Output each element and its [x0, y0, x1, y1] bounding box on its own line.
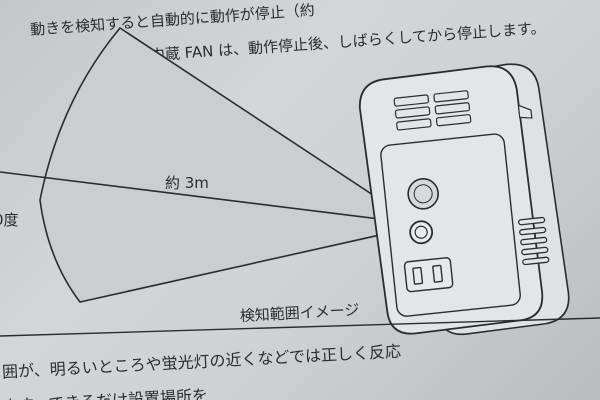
section-divider — [0, 317, 600, 337]
outlet-slot-left — [412, 266, 424, 285]
diagram-caption: 検知範囲イメージ — [239, 301, 359, 325]
top-text-line-0: 動きを検知すると自動的に動作が停止（約 — [30, 1, 316, 39]
device-panel — [380, 133, 521, 317]
side-vents — [518, 216, 550, 266]
sensor-lens — [407, 178, 439, 210]
motion-sensor-inner — [414, 225, 428, 239]
outlet-slot-right — [432, 264, 444, 283]
device-clip — [517, 104, 533, 119]
range-center-line — [0, 171, 421, 225]
bottom-text-line-1: 囲が、明るいところや蛍光灯の近くなどでは正しく反応 — [2, 342, 402, 382]
detection-range-wedge — [39, 26, 423, 303]
sensor-lens-inner — [413, 184, 433, 204]
motion-sensor — [409, 220, 434, 245]
power-outlet — [403, 257, 454, 293]
top-vents — [393, 90, 472, 131]
bottom-text-line-2: ます。できるだけ設置場所を — [2, 386, 209, 400]
distance-label: 約 3m — [165, 174, 209, 192]
device-illustration — [358, 63, 570, 336]
angle-label: 0度 — [0, 211, 19, 229]
